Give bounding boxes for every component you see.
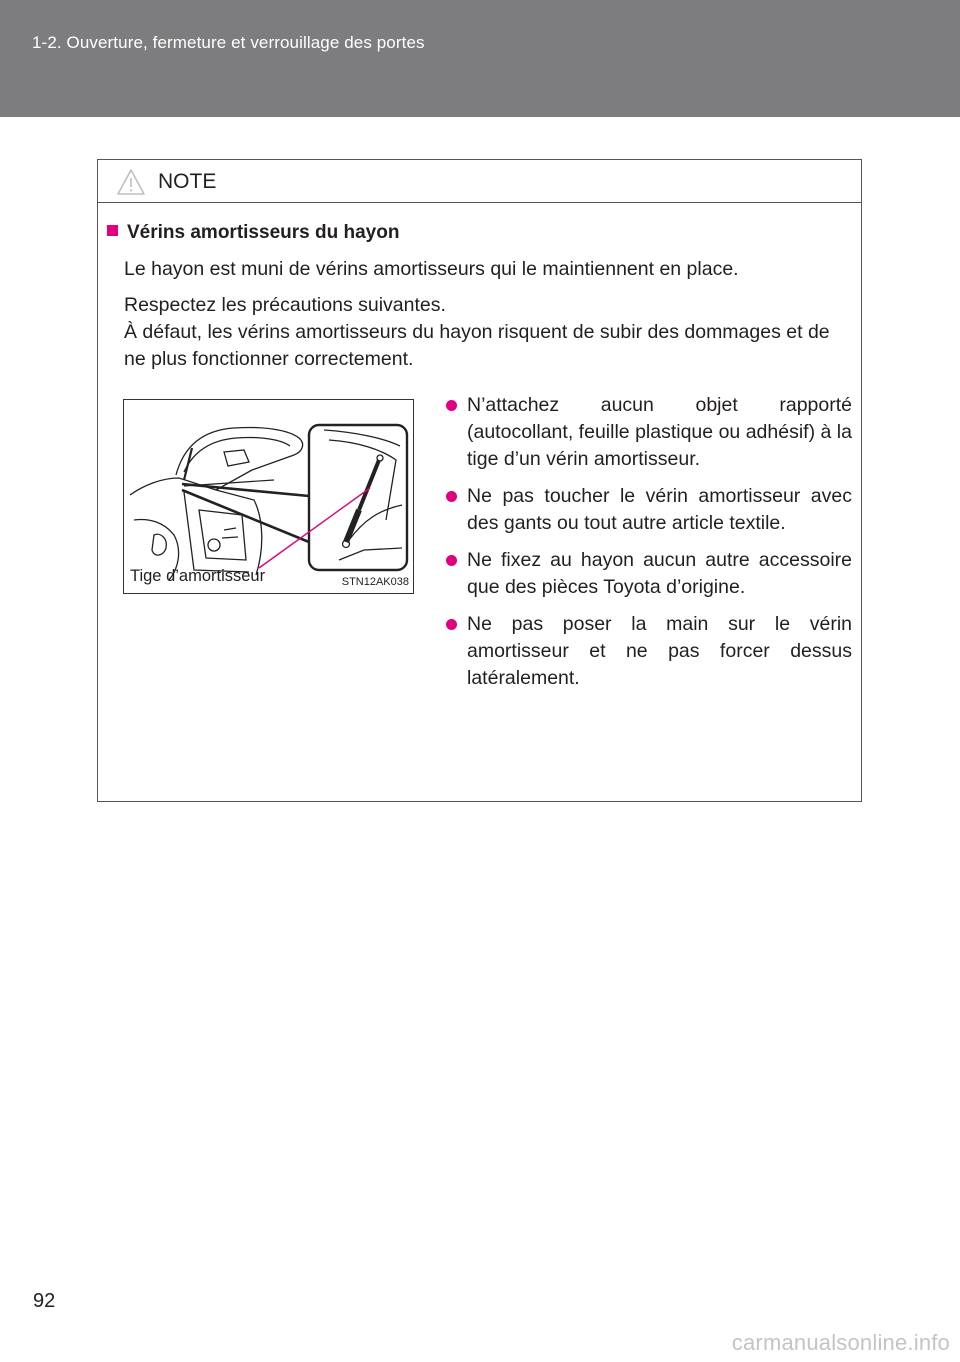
list-item: Ne fixez au hayon aucun autre accessoire… [440, 547, 852, 601]
bullet-dot-icon [446, 400, 457, 411]
list-item: Ne pas toucher le vérin amortisseur avec… [440, 483, 852, 537]
tailgate-drawing [129, 423, 409, 581]
section-title: 1-2. Ouverture, fermeture et verrouillag… [32, 33, 425, 52]
figure-label: Tige d’amortisseur [130, 567, 266, 585]
watermark: carmanualsonline.info [731, 1330, 950, 1355]
list-item: Ne pas poser la main sur le vérin amorti… [440, 611, 852, 692]
bullet-dot-icon [446, 555, 457, 566]
warning-icon [116, 168, 146, 196]
section-heading: Vérins amortisseurs du hayon [107, 222, 399, 244]
note-box: NOTE Vérins amortisseurs du hayon Le hay… [97, 159, 862, 802]
paragraph: Respectez les précautions suivantes. À d… [124, 294, 830, 370]
header-bar: 1-2. Ouverture, fermeture et verrouillag… [0, 0, 960, 117]
page-number: 92 [33, 1290, 56, 1312]
note-header: NOTE [98, 160, 861, 203]
paragraph: Le hayon est muni de vérins amortisseurs… [124, 258, 739, 280]
list-item: N’attachez aucun objet rapporté (autocol… [440, 392, 852, 473]
figure-code: STN12AK038 [341, 576, 409, 588]
bullet-dot-icon [446, 619, 457, 630]
note-title: NOTE [158, 170, 217, 193]
section-heading-text: Vérins amortisseurs du hayon [127, 222, 400, 243]
precautions-list: N’attachez aucun objet rapporté (autocol… [440, 392, 852, 702]
square-bullet-icon [107, 225, 118, 236]
tailgate-illustration: Tige d’amortisseur STN12AK038 [123, 399, 414, 594]
bullet-dot-icon [446, 491, 457, 502]
